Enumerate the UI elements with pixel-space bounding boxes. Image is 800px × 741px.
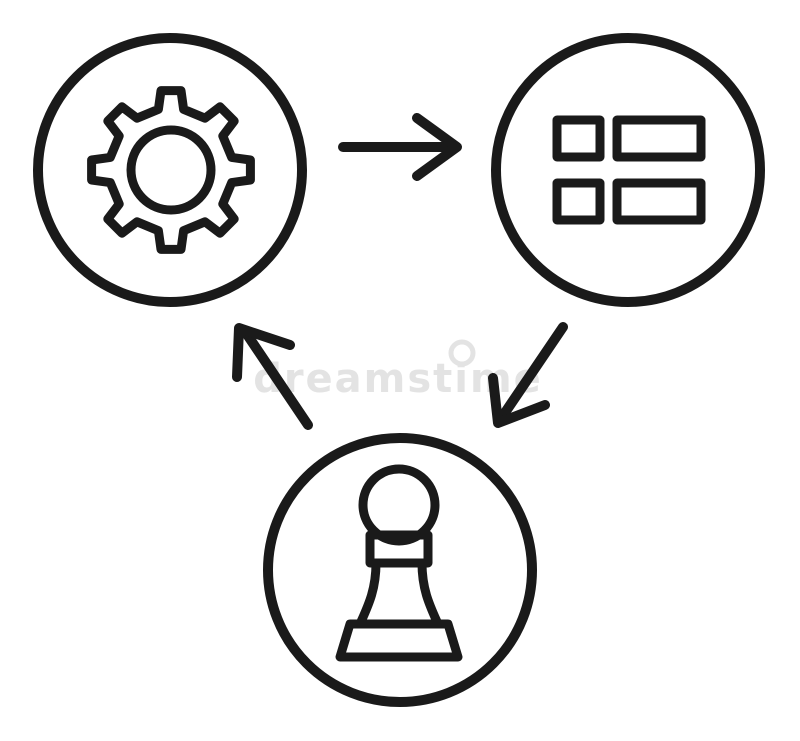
arrow-layout-to-strategy: [488, 322, 568, 428]
arrow-settings-to-layout: [338, 113, 462, 181]
grid-layout-icon: [552, 115, 706, 225]
node-strategy-circle: [263, 433, 537, 707]
chess-pawn-icon: [335, 464, 463, 662]
gear-icon: [87, 86, 255, 254]
node-settings: [33, 33, 307, 307]
node-strategy: [263, 433, 537, 707]
node-layout: [491, 33, 765, 307]
watermark-logo-icon: [448, 339, 476, 367]
node-settings-circle: [33, 33, 307, 307]
arrow-strategy-to-settings: [232, 323, 313, 430]
node-layout-circle: [491, 33, 765, 307]
